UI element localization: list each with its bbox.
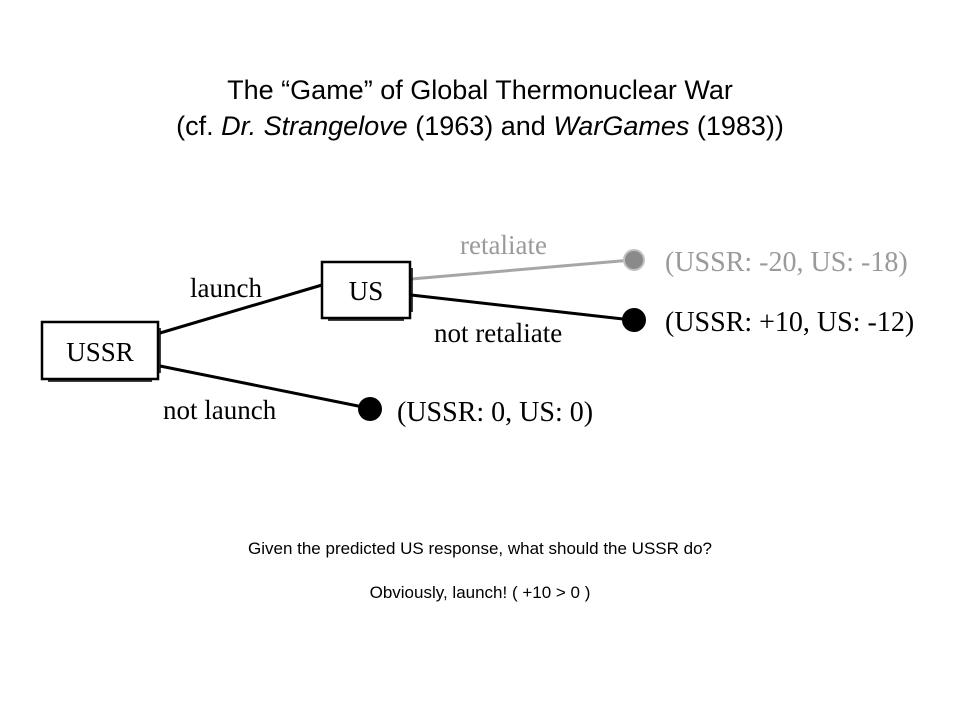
node-ussr: USSR [40,320,161,382]
edge-not-launch [159,364,369,410]
title-line-1: The “Game” of Global Thermonuclear War [227,75,733,105]
terminal-node-retaliate [623,249,645,271]
node-ussr-label: USSR [66,337,134,367]
terminal-node-not-retaliate [622,308,646,332]
film-dr-strangelove: Dr. Strangelove [221,111,408,141]
film-wargames: WarGames [553,111,690,141]
edge-label-not-launch: not launch [163,395,277,425]
answer-text: Obviously, launch! ( +10 > 0 ) [369,583,591,602]
edge-retaliate [410,258,633,281]
node-us-label: US [349,276,384,306]
node-us: US [320,260,413,321]
edge-label-retaliate: retaliate [460,230,547,260]
payoff-retaliate: (USSR: -20, US: -18) [665,247,908,278]
question-text: Given the predicted US response, what sh… [248,539,712,558]
terminal-node-not-launch [358,397,382,421]
edge-label-launch: launch [190,273,262,303]
edge-not-retaliate [410,293,633,322]
edge-launch [159,283,323,335]
edge-label-not-retaliate: not retaliate [434,318,562,348]
slide-title: The “Game” of Global Thermonuclear War (… [0,72,960,144]
payoff-not-launch: (USSR: 0, US: 0) [397,397,593,428]
title-line-2: (cf. Dr. Strangelove (1963) and WarGames… [176,111,784,141]
payoff-not-retaliate: (USSR: +10, US: -12) [665,307,914,338]
